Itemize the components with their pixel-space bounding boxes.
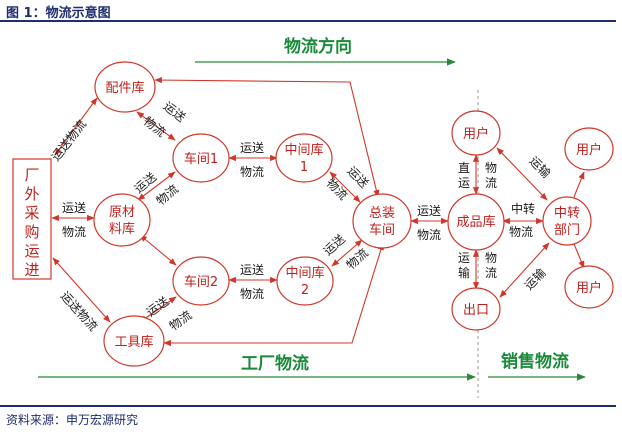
edge-label-fin-exp-shu: 输 (458, 265, 470, 280)
flow-direction-label: 物流方向 (284, 36, 352, 57)
edge-label-parts-ws1-a: 运送 (161, 98, 189, 125)
node-user-right-bottom (564, 265, 614, 309)
edge-purchase-parts (54, 97, 98, 156)
edge-label-ws2-mid2-top: 运送 (240, 262, 264, 277)
header-divider (0, 20, 616, 22)
node-tool-store (103, 315, 165, 367)
node-transfer-dept (542, 196, 592, 246)
edge-label-ws2-mid2-bottom: 物流 (240, 287, 264, 301)
edge-user-transfer (496, 147, 548, 201)
nodes (12, 61, 614, 367)
edge-label-mid1-asm-a: 运送 (345, 163, 372, 191)
edge-label-purchase-raw-top: 运送 (62, 200, 86, 215)
node-middle-store-1 (275, 133, 333, 183)
edge-raw-ws2 (139, 234, 177, 266)
label-middle-2-a: 中间库 (285, 265, 324, 281)
label-middle-1-a: 中间库 (284, 142, 323, 158)
source-note: 资料来源：申万宏源研究 (6, 413, 139, 427)
label-middle-1-b: 1 (300, 160, 308, 175)
edge-transfer-user-top (573, 171, 585, 198)
footer-divider (0, 405, 616, 407)
figure-header: 图 1：物流示意图 (0, 0, 622, 22)
label-transfer-a: 中转 (554, 206, 580, 221)
label-export: 出口 (463, 303, 489, 318)
label-user-right-top: 用户 (576, 142, 602, 158)
node-parts-store (94, 61, 156, 113)
edge-label-tool-ws2-b: 物流 (167, 308, 195, 333)
node-labels: 厂 外 采 购 运 进 配件库 车间1 中间库 1 原材 料库 车间2 中间库 … (24, 80, 602, 350)
edge-label-ws1-mid1-top: 运送 (240, 140, 264, 155)
edge-export-transfer (499, 242, 550, 298)
edge-tool-assembly (163, 242, 384, 347)
label-purchase-2: 外 (24, 185, 39, 203)
label-raw-b: 料库 (109, 221, 135, 237)
label-user-right-bottom: 用户 (576, 280, 602, 296)
label-workshop-2: 车间2 (184, 274, 218, 290)
edge-parts-assembly (154, 76, 380, 198)
node-middle-store-2 (276, 256, 334, 306)
node-user-top (451, 110, 501, 156)
label-purchase-3: 采 (24, 204, 39, 222)
edge-label-fin-user-wu: 物 (485, 161, 497, 175)
factory-logistics-label: 工厂物流 (241, 353, 309, 374)
edge-label-asm-fin-top: 运送 (417, 203, 441, 218)
edge-label-fin-exp-wu: 物 (485, 251, 497, 265)
edge-label-fin-exp-liu: 流 (485, 266, 497, 280)
edge-label-raw-ws1-a: 运送 (131, 169, 159, 196)
edge-label-fin-user-yun: 运 (458, 176, 470, 190)
node-assembly-workshop (352, 193, 412, 249)
edge-label-purchase-tool: 运送物流 (58, 288, 101, 334)
edge-label-tool-ws2-a: 运送 (143, 293, 171, 319)
label-purchase-1: 厂 (24, 166, 39, 184)
edge-label-purchase-parts: 运送物流 (48, 117, 89, 164)
figure-title: 图 1：物流示意图 (6, 6, 111, 21)
label-parts-store: 配件库 (105, 80, 144, 96)
edge-transfer-user-bottom (573, 243, 585, 269)
node-workshop-1 (172, 133, 230, 183)
label-tool-store: 工具库 (114, 334, 153, 350)
node-outside-purchase (12, 158, 52, 280)
edge-label-asm-fin-bottom: 物流 (417, 228, 441, 242)
edge-label-ws1-mid1-bottom: 物流 (240, 165, 264, 179)
edge-label-fin-trans-bottom: 物流 (509, 225, 533, 239)
node-raw-material-store (93, 193, 151, 247)
edge-label-fin-user-liu: 流 (485, 176, 497, 190)
sales-logistics-label: 销售物流 (501, 351, 569, 372)
edge-label-raw-ws1-b: 物流 (154, 182, 181, 208)
edge-label-mid1-asm-b: 物流 (324, 176, 351, 203)
label-raw-a: 原材 (109, 205, 135, 220)
edge-label-fin-trans-top: 中转 (511, 201, 535, 216)
node-workshop-2 (172, 256, 230, 306)
edge-label-purchase-raw-bottom: 物流 (62, 225, 86, 239)
label-finished-store: 成品库 (456, 214, 495, 230)
edge-label-mid2-asm-a: 运送 (320, 231, 348, 258)
node-finished-store (447, 193, 505, 251)
node-user-right-top (564, 127, 614, 171)
label-transfer-b: 部门 (554, 223, 580, 238)
label-middle-2-b: 2 (301, 283, 309, 298)
edge-label-user-trans: 运输 (527, 153, 554, 181)
label-purchase-6: 进 (24, 261, 39, 279)
edge-purchase-tool (52, 257, 111, 323)
label-purchase-5: 运 (24, 242, 39, 260)
edge-label-mid2-asm-b: 物流 (344, 246, 371, 272)
label-assembly-b: 车间 (369, 222, 395, 238)
label-purchase-4: 购 (24, 223, 39, 241)
label-assembly-a: 总装 (369, 206, 395, 221)
label-user-top: 用户 (463, 126, 489, 142)
edge-label-fin-exp-yun: 运 (458, 251, 470, 265)
edge-label-fin-user-zhi: 直 (458, 161, 470, 175)
label-workshop-1: 车间1 (184, 151, 218, 167)
node-export (451, 287, 501, 331)
